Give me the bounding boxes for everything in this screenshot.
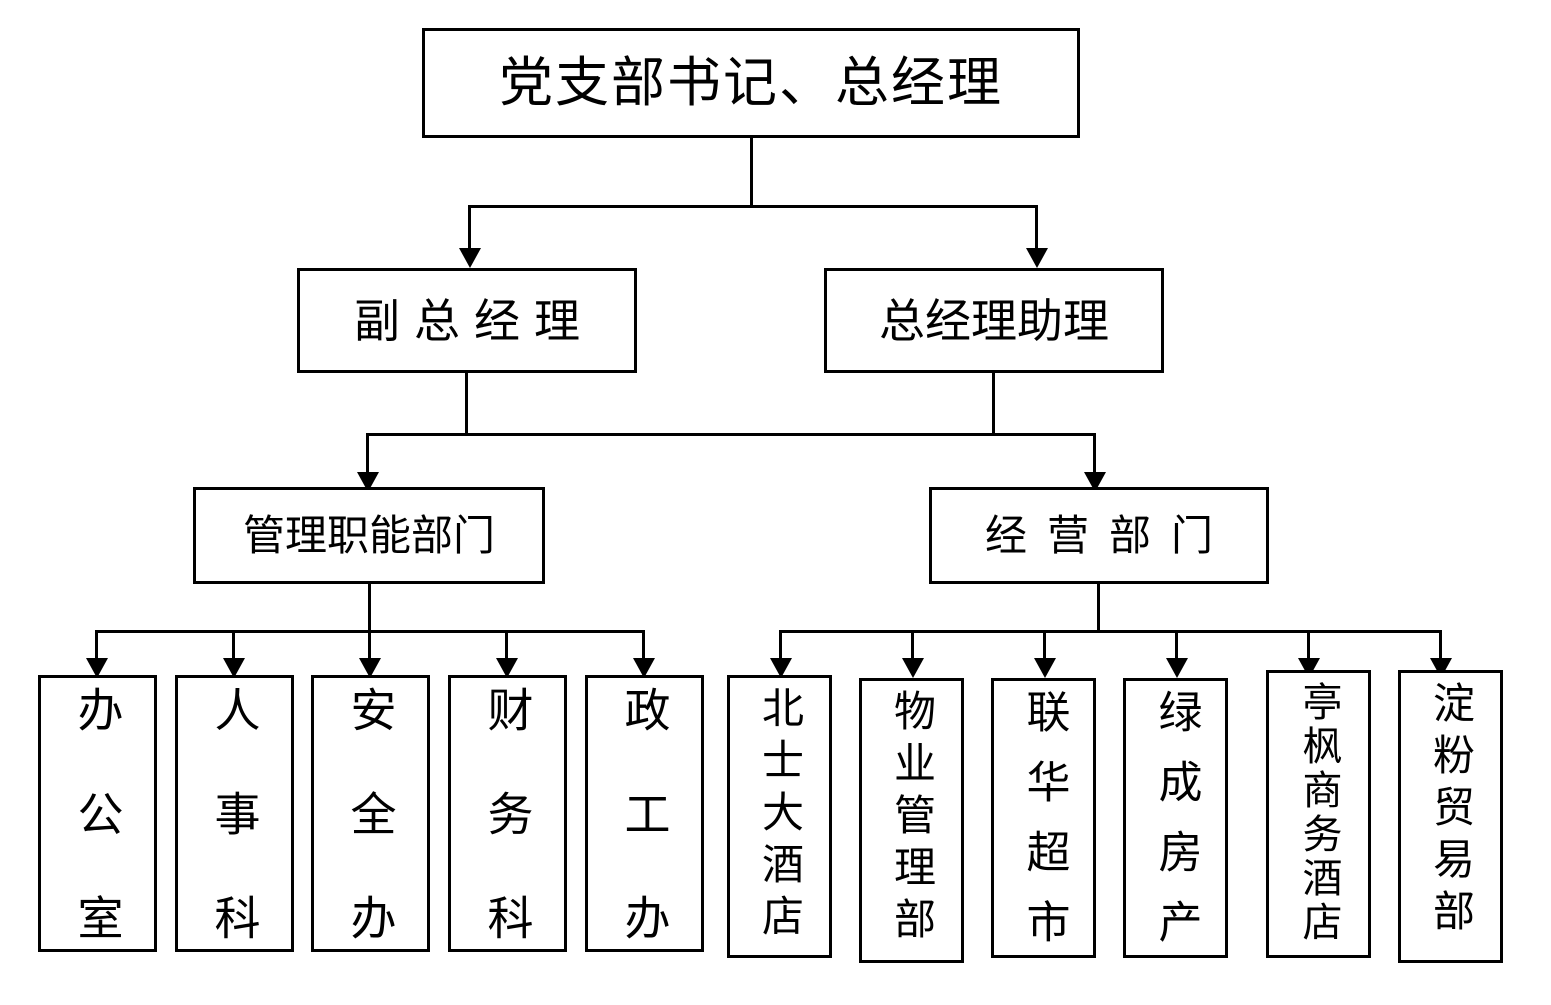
node-hr-department[interactable]: 人事科 <box>175 675 294 998</box>
connector-left-drop-4 <box>505 630 508 662</box>
arrow-icon-to-political-work <box>633 658 655 678</box>
node-office-label: 办公室 <box>70 686 125 998</box>
connector-right-stem <box>1097 584 1100 632</box>
node-tingfeng-business-hotel[interactable]: 亭枫商务酒店 <box>1266 670 1371 958</box>
node-lianhua-supermarket-label: 联华超市 <box>1018 689 1070 969</box>
node-management-division[interactable]: 管理职能部门 <box>193 487 545 584</box>
node-starch-trading-department[interactable]: 淀粉贸易部 <box>1398 670 1503 963</box>
node-hr-department-label: 人事科 <box>207 686 262 998</box>
connector-l1-bar <box>468 205 1038 208</box>
arrow-icon-to-beishi-hotel <box>770 658 792 678</box>
node-tingfeng-business-hotel-label: 亭枫商务酒店 <box>1295 681 1342 945</box>
connector-l2-stem-right <box>992 373 995 435</box>
arrow-icon-to-gm-assistant <box>1026 248 1048 268</box>
arrow-icon-to-finance <box>496 658 518 678</box>
node-lvcheng-realestate-label: 绿成房产 <box>1150 689 1202 969</box>
connector-right-bar <box>779 630 1439 633</box>
node-business-division[interactable]: 经营部门 <box>929 487 1269 584</box>
node-deputy-general-manager[interactable]: 副总经理 <box>297 268 637 373</box>
connector-right-drop-2 <box>911 630 914 662</box>
connector-l1-drop-right <box>1035 205 1038 250</box>
node-lvcheng-realestate[interactable]: 绿成房产 <box>1123 678 1228 969</box>
node-property-management-label: 物业管理部 <box>887 689 937 949</box>
arrow-icon-to-office <box>86 658 108 678</box>
connector-right-drop-3 <box>1043 630 1046 662</box>
node-gm-assistant[interactable]: 总经理助理 <box>824 268 1164 373</box>
connector-left-drop-5 <box>642 630 645 662</box>
connector-left-stem <box>368 584 371 632</box>
arrow-icon-to-lianhua-supermarket <box>1034 658 1056 678</box>
node-beishi-hotel-label: 北士大酒店 <box>755 686 805 946</box>
node-finance-department[interactable]: 财务科 <box>448 675 567 998</box>
node-lianhua-supermarket[interactable]: 联华超市 <box>991 678 1096 969</box>
node-general-manager[interactable]: 党支部书记、总经理 <box>422 28 1080 138</box>
node-starch-trading-department-label: 淀粉贸易部 <box>1426 681 1476 941</box>
connector-l1-stem <box>750 138 753 208</box>
node-finance-department-label: 财务科 <box>480 686 535 998</box>
node-safety-office-label: 安全办 <box>343 686 398 998</box>
connector-l2-drop-left <box>366 433 369 475</box>
arrow-icon-to-hr <box>223 658 245 678</box>
arrow-icon-to-lvcheng-realestate <box>1166 658 1188 678</box>
connector-right-drop-4 <box>1175 630 1178 662</box>
arrow-icon-to-safety <box>359 658 381 678</box>
connector-l2-bar <box>366 433 1096 436</box>
connector-right-drop-6 <box>1439 630 1442 662</box>
connector-l1-drop-left <box>468 205 471 250</box>
connector-left-drop-3 <box>368 630 371 662</box>
node-political-work-office-label: 政工办 <box>617 686 672 998</box>
connector-left-drop-2 <box>232 630 235 662</box>
node-political-work-office[interactable]: 政工办 <box>585 675 704 998</box>
connector-right-drop-1 <box>779 630 782 662</box>
connector-left-drop-1 <box>95 630 98 662</box>
node-office[interactable]: 办公室 <box>38 675 157 998</box>
node-beishi-hotel[interactable]: 北士大酒店 <box>727 675 832 958</box>
connector-right-drop-5 <box>1307 630 1310 662</box>
arrow-icon-to-deputy-gm <box>459 248 481 268</box>
connector-l2-stem-left <box>465 373 468 435</box>
arrow-icon-to-property-management <box>902 658 924 678</box>
node-safety-office[interactable]: 安全办 <box>311 675 430 998</box>
node-property-management[interactable]: 物业管理部 <box>859 678 964 963</box>
connector-l2-drop-right <box>1093 433 1096 475</box>
